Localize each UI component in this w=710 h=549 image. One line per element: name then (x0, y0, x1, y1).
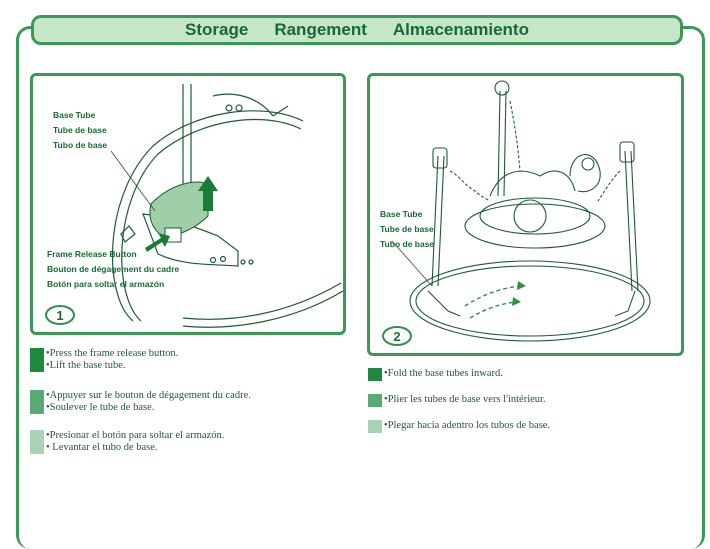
english-color-swatch (368, 368, 382, 381)
instruction-line: •Presionar el botón para soltar el armaz… (46, 430, 225, 441)
spanish-color-swatch (30, 430, 44, 454)
title-spanish: Almacenamiento (392, 20, 529, 39)
instruction-line: •Appuyer sur le bouton de dégagement du … (46, 390, 251, 401)
title-bar: Storage Rangement Almacenamiento (31, 15, 683, 45)
step-2-english-instructions: •Fold the base tubes inward. (368, 368, 503, 381)
frame-release-label-es: Botón para soltar el armazón (47, 279, 165, 289)
step-2-spanish-instructions: •Plegar hacia adentro los tubos de base. (368, 420, 550, 433)
base-tube-label-fr: Tube de base (380, 224, 434, 234)
instruction-line: •Soulever le tube de base. (46, 401, 155, 413)
step-1-french-instructions: •Appuyer sur le bouton de dégagement du … (30, 390, 251, 414)
english-color-swatch (30, 348, 44, 372)
french-color-swatch (368, 394, 382, 407)
frame-release-label-en: Frame Release Button (47, 249, 137, 259)
frame-release-label-fr: Bouton de dégagement du cadre (47, 264, 180, 274)
base-tube-label-es: Tubo de base (53, 140, 108, 150)
title-french: Rangement (274, 20, 367, 39)
title-english: Storage (185, 20, 249, 39)
step-1-illustration (110, 84, 344, 328)
french-color-swatch (30, 390, 44, 414)
instruction-line: •Plier les tubes de base vers l'intérieu… (384, 394, 546, 405)
instruction-line: •Lift the base tube. (46, 359, 126, 371)
step-2-illustration (391, 80, 651, 342)
base-tube-label-en: Base Tube (380, 209, 423, 219)
spanish-color-swatch (368, 420, 382, 433)
step-2-illustration-panel: Base Tube Tube de base Tubo de base 2 (367, 73, 684, 356)
step-2-french-instructions: •Plier les tubes de base vers l'intérieu… (368, 394, 546, 407)
step-2-badge: 2 (382, 326, 412, 346)
base-tube-label-fr: Tube de base (53, 125, 107, 135)
instruction-line: •Plegar hacia adentro los tubos de base. (384, 420, 551, 431)
step-1-badge: 1 (45, 305, 75, 325)
instruction-line: •Fold the base tubes inward. (384, 368, 503, 379)
instruction-line: • Levantar el tubo de base. (46, 441, 158, 453)
base-tube-label-es: Tubo de base (380, 239, 435, 249)
step-1-illustration-panel: Base Tube Tube de base Tubo de base Fram… (30, 73, 346, 335)
step-1-spanish-instructions: •Presionar el botón para soltar el armaz… (30, 430, 224, 454)
base-tube-label-en: Base Tube (53, 110, 96, 120)
step-1-english-instructions: •Press the frame release button. •Lift t… (30, 348, 178, 372)
instruction-line: •Press the frame release button. (46, 348, 179, 359)
